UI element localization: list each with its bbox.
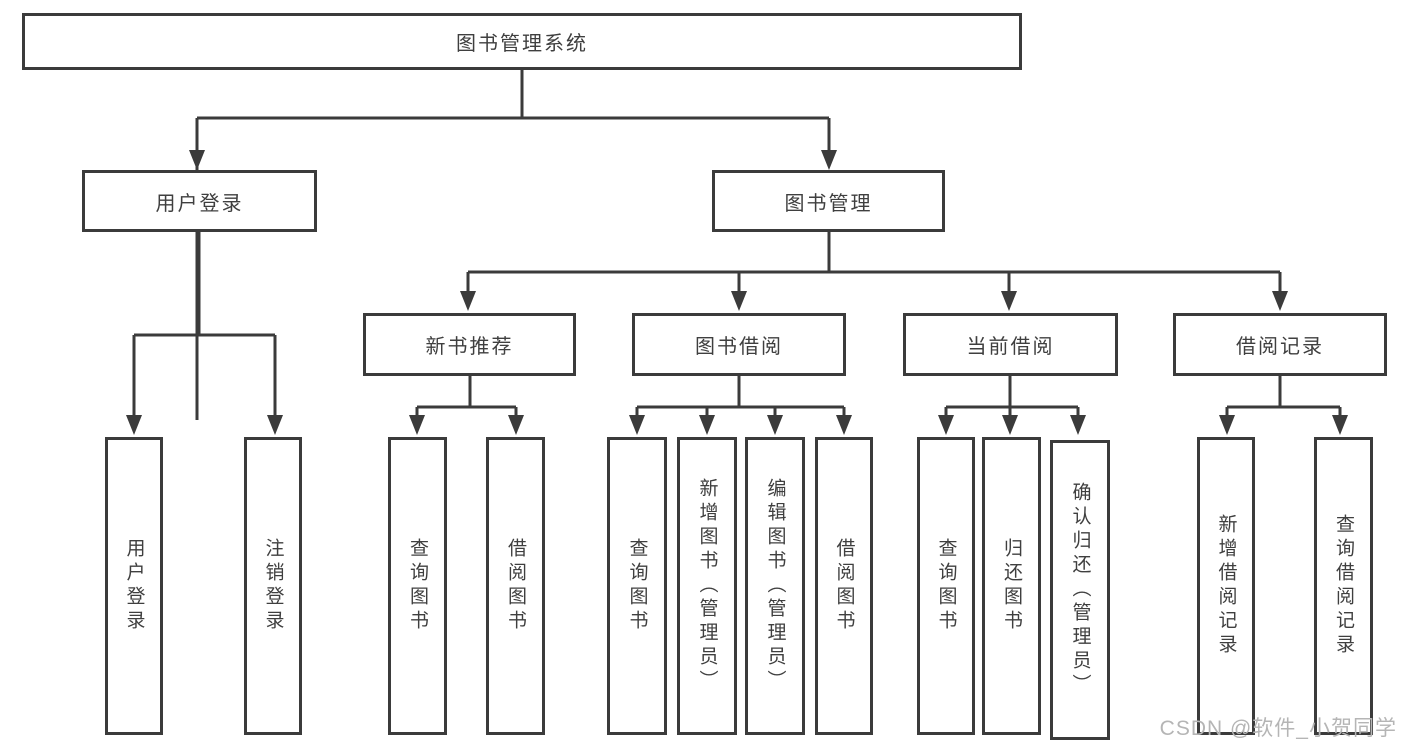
leaf-user-login-label: 用户登录	[123, 538, 145, 634]
leaf-nbr-query-books: 查询图书	[388, 437, 447, 735]
leaf-cb-query-books: 查询图书	[917, 437, 975, 735]
leaf-br-add-record-label: 新增借阅记录	[1215, 514, 1237, 658]
leaf-br-query-record-label: 查询借阅记录	[1333, 514, 1354, 658]
leaf-cb-query-books-label: 查询图书	[935, 538, 957, 634]
leaf-nbr-borrow-books: 借阅图书	[486, 437, 545, 735]
section-new-book-recommend-label: 新书推荐	[425, 336, 514, 358]
leaf-logout-label: 注销登录	[262, 538, 284, 634]
leaf-logout: 注销登录	[244, 437, 302, 735]
leaf-user-login: 用户登录	[105, 437, 163, 735]
branch-book-management-label: 图书管理	[784, 192, 873, 215]
section-borrow-record-label: 借阅记录	[1236, 336, 1324, 358]
leaf-bb-edit-books-admin: 编辑图书（管理员）	[745, 437, 805, 735]
leaf-bb-edit-books-admin-label: 编辑图书（管理员）	[764, 478, 786, 694]
section-new-book-recommend: 新书推荐	[363, 313, 576, 376]
branch-user-login: 用户登录	[82, 170, 317, 232]
leaf-nbr-query-books-label: 查询图书	[407, 538, 428, 634]
section-current-borrow: 当前借阅	[903, 313, 1118, 376]
leaf-bb-borrow-books-label: 借阅图书	[833, 538, 855, 634]
arrowheads	[126, 150, 1348, 435]
section-book-borrow-label: 图书借阅	[695, 336, 783, 358]
leaf-br-query-record: 查询借阅记录	[1314, 437, 1373, 735]
node-root-label: 图书管理系统	[456, 33, 588, 55]
leaf-bb-borrow-books: 借阅图书	[815, 437, 873, 735]
section-book-borrow: 图书借阅	[632, 313, 846, 376]
branch-user-login-label: 用户登录	[155, 192, 244, 215]
watermark: CSDN @软件_小贺同学	[1159, 717, 1397, 740]
section-borrow-record: 借阅记录	[1173, 313, 1387, 376]
leaf-nbr-borrow-books-label: 借阅图书	[505, 538, 526, 634]
leaf-bb-query-books-label: 查询图书	[626, 538, 648, 634]
leaf-cb-confirm-return-admin: 确认归还（管理员）	[1050, 440, 1110, 740]
leaf-bb-add-books-admin-label: 新增图书（管理员）	[696, 478, 718, 694]
leaf-cb-return-books: 归还图书	[982, 437, 1041, 735]
leaf-bb-query-books: 查询图书	[607, 437, 667, 735]
leaf-cb-confirm-return-admin-label: 确认归还（管理员）	[1069, 482, 1091, 698]
leaf-cb-return-books-label: 归还图书	[1001, 538, 1022, 634]
node-root: 图书管理系统	[22, 13, 1022, 70]
leaf-br-add-record: 新增借阅记录	[1197, 437, 1255, 735]
leaf-bb-add-books-admin: 新增图书（管理员）	[677, 437, 737, 735]
branch-book-management: 图书管理	[712, 170, 945, 232]
section-current-borrow-label: 当前借阅	[966, 336, 1055, 358]
